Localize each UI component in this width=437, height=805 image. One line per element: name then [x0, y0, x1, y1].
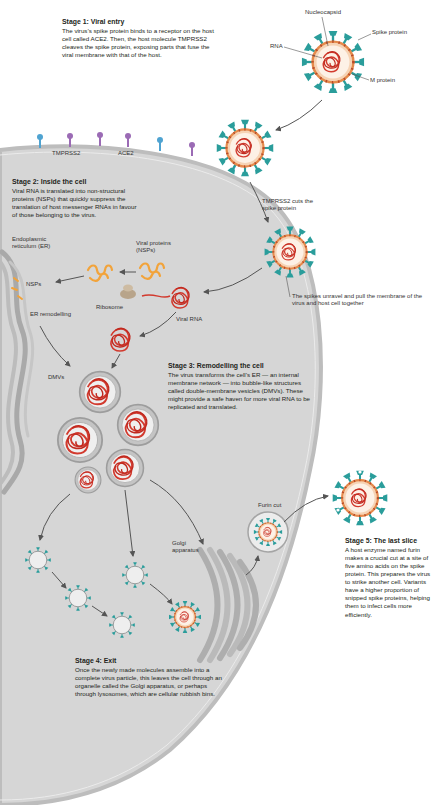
virus-fusing — [265, 227, 316, 278]
part-label: Spike protein — [372, 29, 432, 36]
part-label: TMPRSS2 — [52, 150, 92, 157]
stage-description: Viral RNA is translated into non-structu… — [12, 187, 142, 219]
leader-lines — [284, 17, 371, 297]
callout-text: TMPRSS2 cuts the spike protein — [262, 198, 326, 212]
part-label: Endoplasmic reticulum (ER) — [12, 236, 62, 250]
stage-heading: Stage 4: Exit — [75, 657, 225, 665]
virus-particle — [302, 31, 364, 93]
stage-description: The virus transforms the cell’s ER — an … — [168, 371, 318, 411]
stage-description: Once the newly made molecules assemble i… — [75, 666, 225, 698]
part-label: Nucleocapsid — [305, 9, 365, 16]
part-label: Furin cut — [258, 502, 298, 509]
golgi-apparatus — [200, 550, 256, 660]
stage-heading: Stage 1: Viral entry — [62, 18, 262, 26]
host-cell — [0, 147, 321, 805]
double-membrane-vesicles — [58, 372, 158, 493]
endoplasmic-reticulum — [0, 252, 33, 492]
stage-heading: Stage 2: Inside the cell — [12, 178, 142, 186]
part-label: NSPs — [26, 281, 56, 288]
stage-description: A host enzyme named furin makes a crucia… — [345, 546, 436, 619]
part-label: ER remodelling — [30, 311, 90, 318]
part-label: ACE2 — [118, 150, 148, 157]
part-label: Viral RNA — [176, 316, 216, 323]
part-label: Viral proteins (NSPs) — [136, 240, 182, 254]
stage-heading: Stage 5: The last slice — [345, 537, 437, 545]
cell-membrane-inner — [0, 152, 315, 800]
viral-rna — [142, 287, 189, 308]
stage-description: The virus’s spike protein binds to a rec… — [62, 27, 214, 59]
receptors — [37, 132, 240, 172]
callout-text: The spikes unravel and pull the membrane… — [292, 293, 432, 307]
part-label: DMVs — [48, 374, 78, 381]
viral-proteins — [88, 264, 164, 281]
furin-vesicle — [248, 512, 288, 552]
part-label: M protein — [370, 77, 420, 84]
stage-heading: Stage 3: Remodelling the cell — [168, 362, 328, 370]
exit-vesicles — [25, 547, 201, 638]
virus-binding — [217, 120, 273, 176]
rna-cluster — [111, 328, 130, 351]
virus-exiting — [333, 470, 388, 525]
process-arrows — [40, 100, 328, 616]
part-label: RNA — [270, 43, 300, 50]
part-label: Ribosome — [96, 304, 136, 311]
part-label: Golgi apparatus — [172, 540, 202, 554]
ribosome — [120, 285, 136, 300]
